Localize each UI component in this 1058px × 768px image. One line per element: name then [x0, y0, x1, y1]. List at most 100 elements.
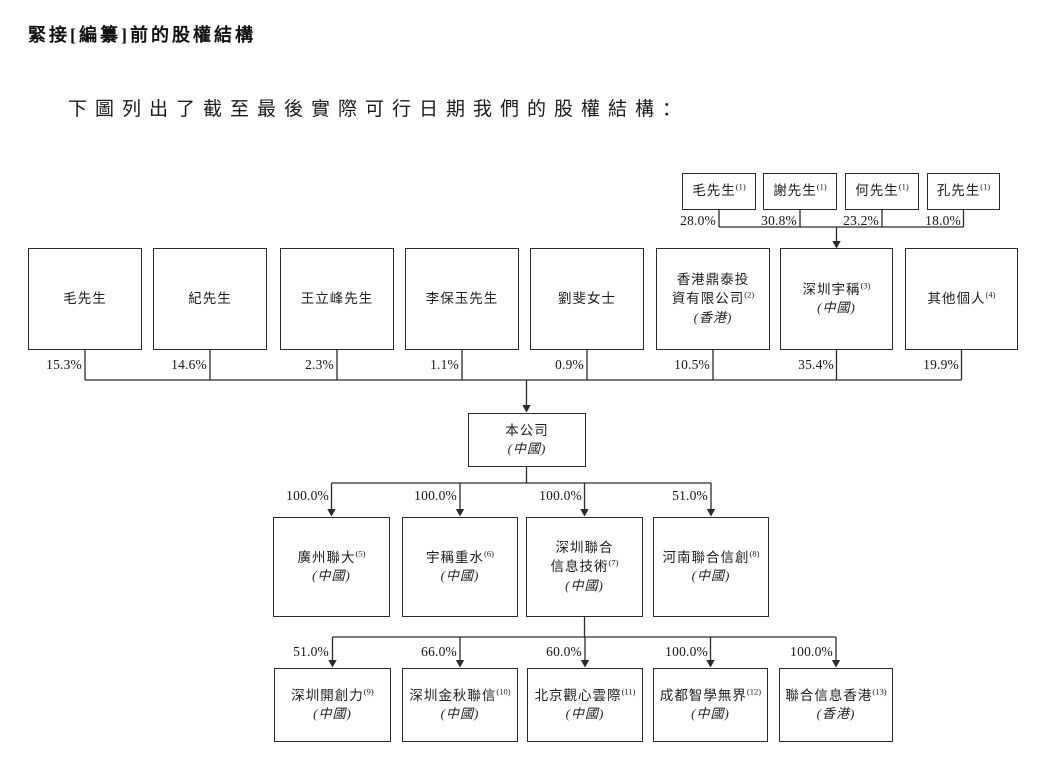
box-company: 本公司 (中國)	[468, 413, 586, 467]
box-mr-mao: 毛先生	[28, 248, 142, 350]
pct-lianhe-xinxi-hk: 100.0%	[790, 644, 833, 659]
arrowhead	[580, 660, 590, 668]
entity-jurisdiction: (香港)	[816, 706, 856, 722]
pct-hk-dingtai: 10.5%	[674, 357, 710, 372]
entity-name: 孔先生(1)	[936, 181, 991, 199]
arrowhead	[455, 660, 465, 668]
entity-name: 李保玉先生	[425, 290, 499, 306]
footnote-ref: (4)	[985, 289, 996, 300]
entity-jurisdiction: (中國)	[565, 577, 604, 593]
pct-shenzhen-lianhe-it: 100.0%	[539, 488, 582, 503]
arrowhead	[832, 241, 841, 249]
footnote-ref: (9)	[363, 686, 374, 697]
entity-name: 謝先生(1)	[773, 181, 827, 199]
entity-name: 王立峰先生	[300, 290, 374, 306]
box-other-individuals: 其他個人(4)	[905, 248, 1018, 350]
footnote-ref: (1)	[980, 181, 991, 192]
entity-name: 毛先生	[63, 290, 107, 306]
pct-top-mr-kong: 18.0%	[925, 213, 961, 228]
footnote-ref: (11)	[621, 686, 636, 697]
pct-shenzhen-kaichuangli: 51.0%	[293, 644, 329, 659]
entity-jurisdiction: (中國)	[565, 706, 605, 722]
pct-henan-lianhe-xinchuang: 51.0%	[672, 488, 708, 503]
box-mr-ji: 紀先生	[153, 248, 267, 350]
entity-name-line2: 信息技術(7)	[550, 557, 619, 575]
entity-jurisdiction: (中國)	[313, 706, 352, 722]
pct-top-mr-he: 23.2%	[843, 213, 879, 228]
box-shenzhen-jinqiu-lianxin: 深圳金秋聯信(10) (中國)	[402, 668, 518, 742]
entity-name: 本公司	[505, 422, 549, 438]
entity-name: 劉斐女士	[558, 290, 616, 306]
pct-mr-mao: 15.3%	[46, 357, 82, 372]
footnote-ref: (1)	[816, 181, 827, 192]
entity-jurisdiction: (香港)	[693, 309, 733, 325]
entity-name: 毛先生(1)	[692, 181, 746, 199]
footnote-ref: (1)	[898, 181, 909, 192]
box-lianhe-xinxi-hk: 聯合信息香港(13) (香港)	[779, 668, 893, 742]
arrowhead	[706, 509, 716, 517]
footnote-ref: (13)	[872, 686, 887, 697]
pct-mr-li-baoyu: 1.1%	[430, 357, 459, 372]
arrowhead	[706, 660, 715, 668]
arrowhead	[327, 509, 336, 517]
entity-name: 北京觀心雲際(11)	[534, 686, 636, 703]
pct-mr-ji: 14.6%	[171, 357, 207, 372]
entity-name: 聯合信息香港(13)	[785, 686, 887, 703]
entity-jurisdiction: (中國)	[440, 568, 480, 584]
box-ms-liu-fei: 劉斐女士	[530, 248, 644, 350]
footnote-ref: (2)	[744, 289, 755, 300]
entity-name: 深圳聯合	[555, 540, 614, 556]
entity-name: 成都智學無界(12)	[659, 686, 762, 703]
box-top-mr-he: 何先生(1)	[845, 173, 919, 210]
footnote-ref: (1)	[735, 181, 746, 192]
entity-name-line2: 資有限公司(2)	[671, 289, 755, 307]
entity-name: 其他個人(4)	[927, 289, 996, 306]
entity-jurisdiction: (中國)	[817, 300, 856, 316]
connector-subsidiaries1-group	[330, 467, 712, 510]
box-chengdu-zhixue-wujie: 成都智學無界(12) (中國)	[653, 668, 768, 742]
footnote-ref: (12)	[746, 686, 762, 697]
pct-yucheng-zhongshui: 100.0%	[414, 488, 457, 503]
entity-name: 深圳宇稱(3)	[802, 280, 871, 297]
entity-name: 香港鼎泰投	[676, 272, 750, 288]
pct-mr-wang-lifeng: 2.3%	[305, 357, 334, 372]
entity-name: 深圳開創力(9)	[291, 686, 374, 703]
box-hk-dingtai-investment: 香港鼎泰投 資有限公司(2) (香港)	[656, 248, 770, 350]
entity-jurisdiction: (中國)	[691, 568, 731, 584]
entity-jurisdiction: (中國)	[691, 706, 730, 722]
box-mr-wang-lifeng: 王立峰先生	[280, 248, 394, 350]
connector-shareholders-group	[84, 350, 963, 406]
pct-guangzhou-lianda: 100.0%	[286, 488, 329, 503]
box-top-mr-kong: 孔先生(1)	[927, 173, 1000, 210]
page-heading: 緊接[編纂]前的股權結構	[28, 25, 256, 45]
pct-top-mr-xie: 30.8%	[761, 213, 797, 228]
pct-other-individuals: 19.9%	[923, 357, 959, 372]
footnote-ref: (6)	[484, 548, 494, 559]
footnote-ref: (5)	[355, 548, 366, 559]
box-shenzhen-yucheng: 深圳宇稱(3) (中國)	[780, 248, 893, 350]
arrowhead	[455, 509, 465, 517]
arrowhead	[831, 660, 841, 668]
box-guangzhou-lianda: 廣州聯大(5) (中國)	[273, 517, 390, 617]
arrowhead	[580, 509, 589, 517]
pct-top-mr-mao: 28.0%	[680, 213, 716, 228]
arrowhead	[328, 660, 337, 668]
connector-subsidiaries2-group	[331, 617, 837, 661]
entity-name: 廣州聯大(5)	[297, 548, 366, 565]
entity-name: 紀先生	[188, 290, 232, 306]
arrowhead	[522, 405, 531, 413]
footnote-ref: (3)	[860, 280, 871, 291]
intro-text: 下圖列出了截至最後實際可行日期我們的股權結構：	[68, 99, 690, 120]
pct-beijing-guanxin-yunji: 60.0%	[546, 644, 582, 659]
footnote-ref: (10)	[496, 686, 511, 697]
box-top-mr-xie: 謝先生(1)	[763, 173, 837, 210]
box-mr-li-baoyu: 李保玉先生	[405, 248, 519, 350]
connector-top-group	[718, 210, 965, 242]
footnote-ref: (7)	[608, 557, 619, 568]
entity-jurisdiction: (中國)	[507, 441, 547, 457]
pct-shenzhen-jinqiu-lianxin: 66.0%	[421, 644, 457, 659]
pct-shenzhen-yucheng: 35.4%	[798, 357, 834, 372]
box-shenzhen-kaichuangli: 深圳開創力(9) (中國)	[274, 668, 391, 742]
